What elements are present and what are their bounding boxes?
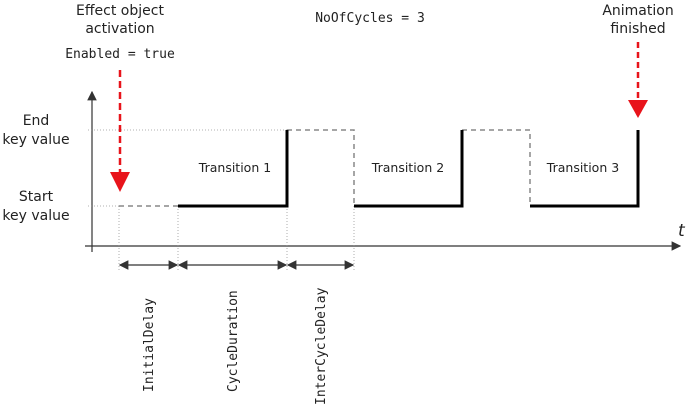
finished-marker-icon	[628, 42, 648, 118]
end-value-label-2: key value	[2, 132, 69, 148]
t-axis-label: t	[678, 221, 686, 241]
finished-label: Animation	[602, 3, 673, 19]
initial-delay-label: InitialDelay	[142, 298, 157, 392]
start-value-label: Start	[19, 189, 54, 205]
activation-marker-icon	[110, 70, 130, 192]
cycle-duration-label: CycleDuration	[226, 290, 241, 392]
guide-lines	[88, 129, 355, 272]
start-value-label-2: key value	[2, 208, 69, 224]
cycles-label: NoOfCycles = 3	[315, 11, 425, 26]
activation-label: Effect object	[76, 3, 164, 19]
activation-label-2: activation	[85, 21, 154, 37]
delay-dashed-segments	[119, 129, 531, 207]
end-value-label: End	[23, 113, 50, 129]
enabled-label: Enabled = true	[65, 47, 175, 62]
transition-2-label: Transition 2	[371, 160, 444, 175]
transition-3-label: Transition 3	[546, 160, 619, 175]
finished-label-2: finished	[610, 21, 665, 37]
transition-1-label: Transition 1	[198, 160, 271, 175]
signal-transitions	[178, 130, 640, 208]
inter-cycle-delay-label: InterCycleDelay	[314, 287, 329, 405]
